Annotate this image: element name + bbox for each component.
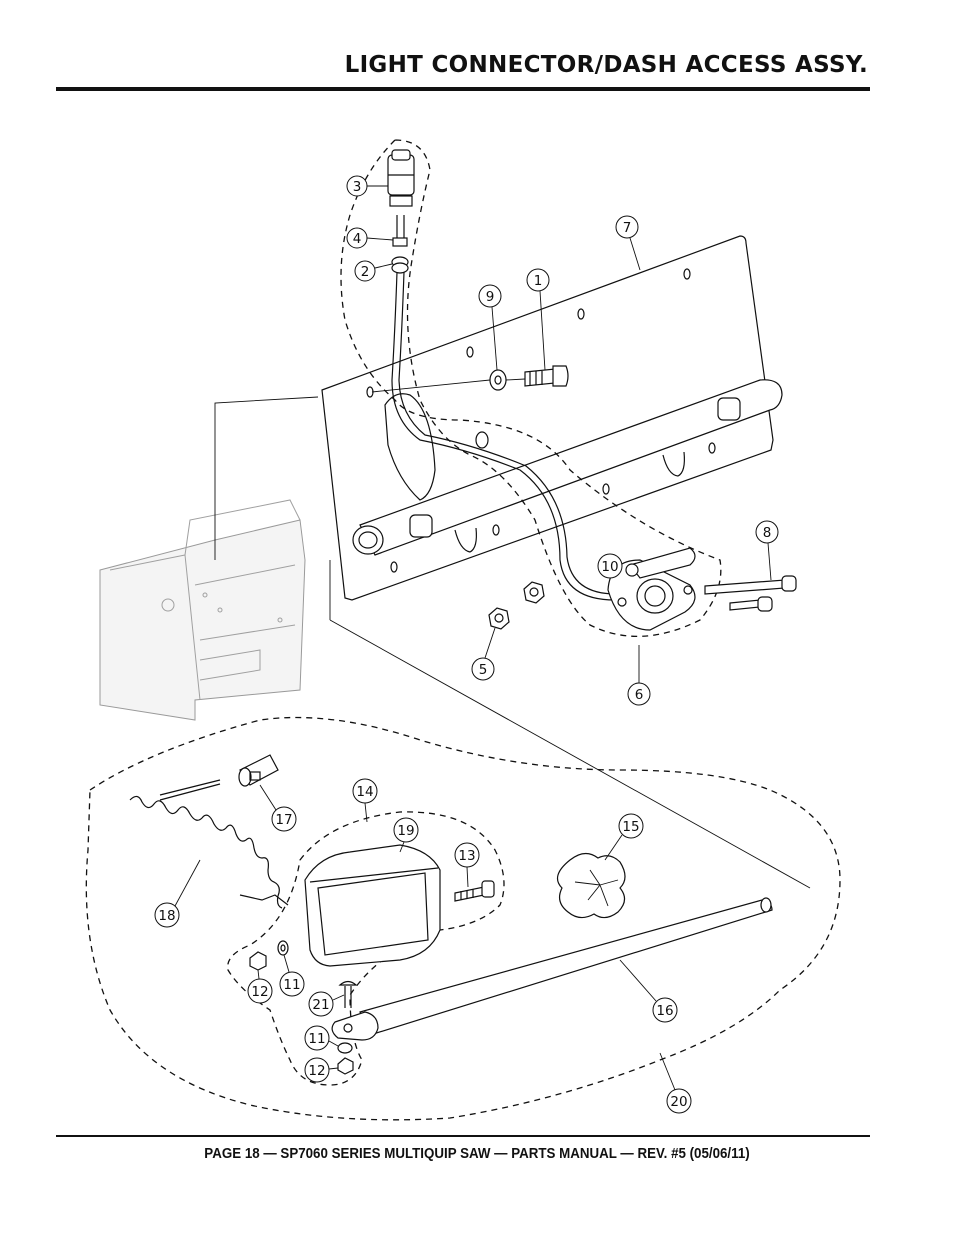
svg-text:12: 12 <box>251 984 268 1000</box>
saw-frame-reference <box>99 499 306 721</box>
svg-text:17: 17 <box>275 812 292 828</box>
svg-text:1: 1 <box>534 273 543 289</box>
callout-7: 7 <box>615 215 641 271</box>
footer-rule <box>56 1135 870 1137</box>
connector-housing <box>387 149 415 207</box>
dash-panel <box>321 235 783 601</box>
support-rod <box>331 897 773 1041</box>
svg-text:14: 14 <box>356 784 373 800</box>
panel-leader-16 <box>329 619 811 889</box>
callout-19: 19 <box>393 817 419 853</box>
dash-display <box>304 844 441 967</box>
star-knob <box>556 852 626 919</box>
svg-text:20: 20 <box>670 1094 687 1110</box>
svg-text:16: 16 <box>656 1003 673 1019</box>
svg-text:3: 3 <box>353 179 362 195</box>
callout-16: 16 <box>619 959 678 1023</box>
display-group-outline <box>227 811 505 1086</box>
svg-text:11: 11 <box>283 977 300 993</box>
callout-14: 14 <box>352 778 378 823</box>
terminal-pins <box>392 215 408 247</box>
page-footer: PAGE 18 — SP7060 SERIES MULTIQUIP SAW — … <box>204 1146 750 1162</box>
svg-text:6: 6 <box>635 687 644 703</box>
nuts-washers <box>249 940 354 1075</box>
svg-text:4: 4 <box>353 231 362 247</box>
header-rule <box>56 87 870 91</box>
callout-15: 15 <box>604 813 644 861</box>
svg-text:7: 7 <box>623 220 632 236</box>
callout-18: 18 <box>154 859 201 928</box>
callout-10: 10 <box>597 553 623 579</box>
wire-seals <box>391 256 409 274</box>
hex-bolt <box>524 365 569 387</box>
svg-text:11: 11 <box>308 1031 325 1047</box>
svg-text:9: 9 <box>486 289 495 305</box>
frame-leader <box>214 396 319 560</box>
washer <box>489 369 507 391</box>
callout-13: 13 <box>454 842 480 888</box>
hex-nuts <box>488 581 545 630</box>
svg-text:18: 18 <box>158 908 175 924</box>
svg-text:12: 12 <box>308 1063 325 1079</box>
svg-text:8: 8 <box>763 525 772 541</box>
svg-text:2: 2 <box>361 264 370 280</box>
callout-5: 5 <box>471 627 496 681</box>
harness-wire <box>391 271 616 601</box>
display-bolt <box>454 880 495 902</box>
latch-bracket <box>238 754 279 787</box>
callout-3: 3 <box>346 175 388 197</box>
light-socket <box>607 547 696 631</box>
callout-4: 4 <box>346 227 394 249</box>
svg-text:10: 10 <box>601 559 618 575</box>
svg-text:5: 5 <box>479 662 488 678</box>
connector-group-outline <box>340 139 722 638</box>
callout-17: 17 <box>259 784 297 832</box>
callout-20: 20 <box>659 1052 692 1114</box>
callout-12-lower: 12 <box>304 1057 339 1083</box>
svg-text:13: 13 <box>458 848 475 864</box>
svg-text:15: 15 <box>622 819 639 835</box>
callout-2: 2 <box>354 260 393 282</box>
svg-text:19: 19 <box>397 823 414 839</box>
torsion-spring <box>129 779 289 909</box>
callout-11-lower: 11 <box>304 1025 339 1051</box>
callout-21: 21 <box>308 991 345 1017</box>
page-title: LIGHT CONNECTOR/DASH ACCESS ASSY. <box>344 52 868 78</box>
callout-12-upper: 12 <box>247 969 273 1004</box>
svg-text:21: 21 <box>312 997 329 1013</box>
carriage-bolt <box>338 980 358 1008</box>
cap-screws <box>704 575 797 612</box>
callout-9: 9 <box>478 284 502 371</box>
callout-6: 6 <box>627 645 651 706</box>
callout-8: 8 <box>755 520 779 581</box>
dash-access-group-outline <box>85 716 841 1121</box>
callout-1: 1 <box>526 268 550 371</box>
callout-11-upper: 11 <box>279 954 305 997</box>
